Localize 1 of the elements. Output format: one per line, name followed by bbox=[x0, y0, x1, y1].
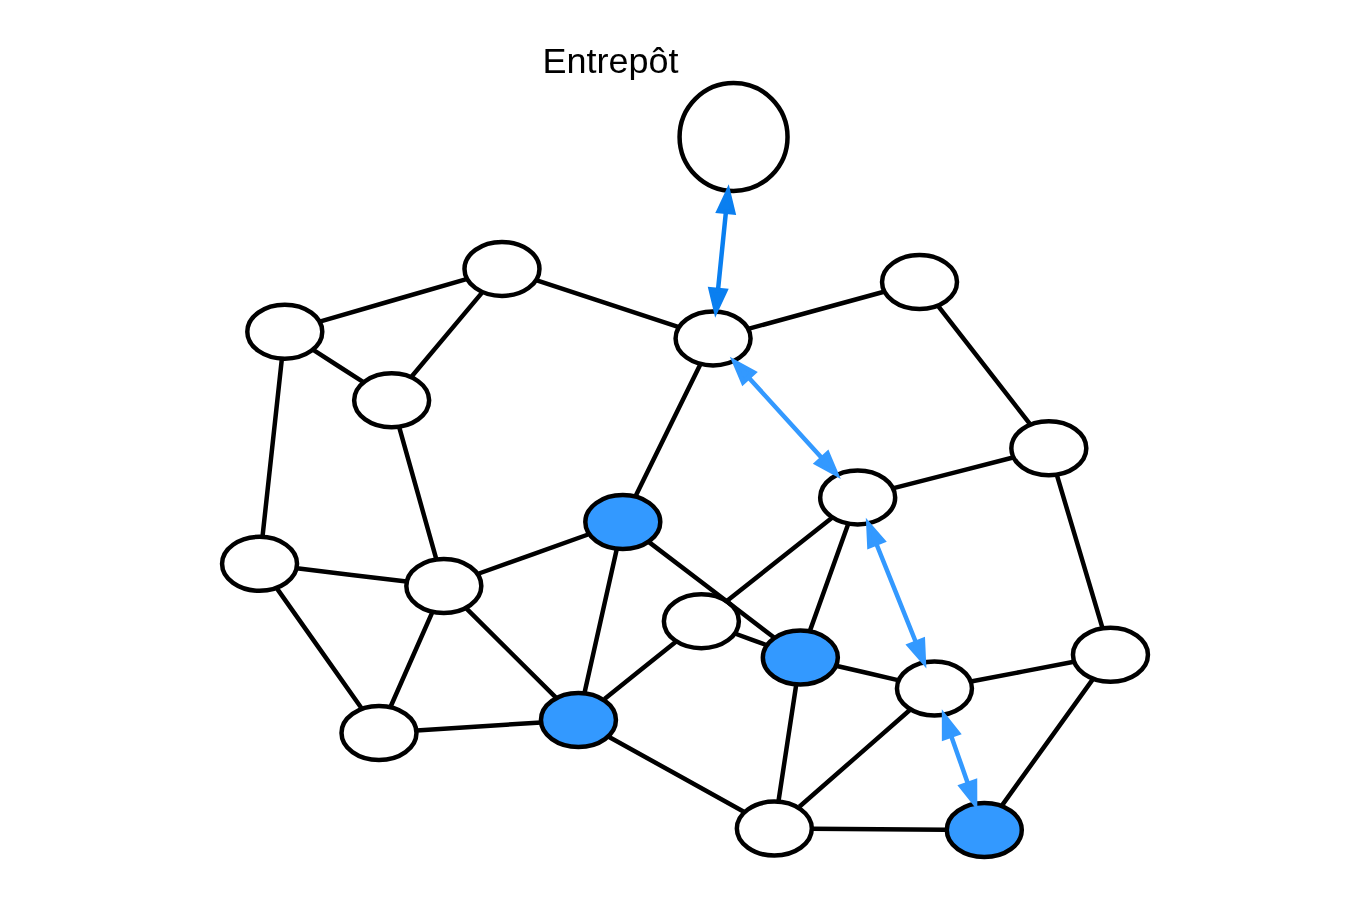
node-label: Entrepôt bbox=[542, 39, 679, 81]
